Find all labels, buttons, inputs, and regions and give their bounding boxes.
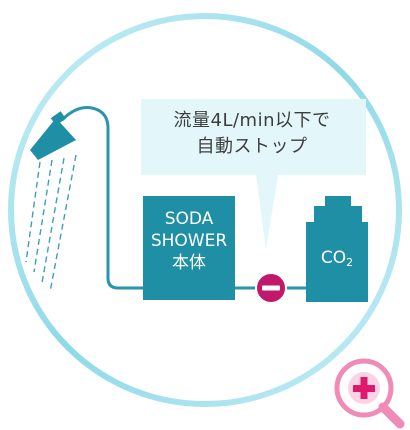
soda-shower-unit-box bbox=[143, 196, 235, 300]
unit-label-line-1: SODA bbox=[164, 209, 214, 229]
co2-label: CO2 bbox=[306, 248, 368, 269]
callout-line-1: 流量4L/min以下で bbox=[173, 110, 331, 131]
flow-stop-callout-text: 流量4L/min以下で 自動ストップ bbox=[142, 108, 362, 160]
callout-line-2: 自動ストップ bbox=[196, 136, 308, 157]
co2-tank bbox=[306, 196, 368, 302]
callout-bubble bbox=[141, 99, 366, 250]
valve-stop-icon bbox=[255, 272, 287, 304]
co2-subscript: 2 bbox=[346, 256, 354, 269]
zoom-plus-icon[interactable] bbox=[334, 358, 405, 429]
shower-head-icon bbox=[30, 111, 76, 160]
water-spray bbox=[25, 154, 77, 293]
unit-label-line-2: SHOWER bbox=[150, 231, 228, 251]
co2-prefix: CO bbox=[320, 248, 347, 268]
shower-hose-pipe bbox=[60, 106, 143, 290]
unit-label-line-3: 本体 bbox=[172, 253, 206, 273]
soda-shower-unit-label: SODA SHOWER 本体 bbox=[143, 208, 235, 274]
